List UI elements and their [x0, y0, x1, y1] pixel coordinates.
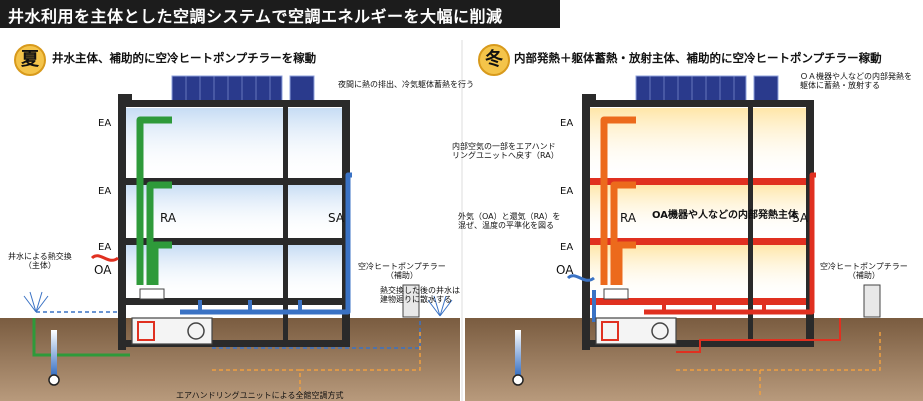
summer-label-night: 夜間に熱の排出、冷気躯体蓄熱を行う	[338, 80, 474, 89]
summer-parapet	[118, 94, 132, 100]
summer-solar-panel	[171, 75, 283, 103]
summer-oa-arrow	[90, 254, 119, 262]
summer-label-bottom: エアハンドリングユニットによる全館空調方式	[176, 391, 344, 400]
summer-label-sa: SA	[328, 211, 345, 225]
summer-slab-3f	[118, 238, 350, 245]
summer-solar-panel-2	[289, 75, 315, 103]
summer-ground	[0, 318, 460, 401]
summer-column-mid	[283, 100, 288, 340]
summer-label-ea2: EA	[98, 186, 112, 197]
summer-column-left	[118, 100, 126, 350]
winter-badge: 冬	[478, 44, 510, 76]
winter-label-ea1: EA	[560, 118, 574, 129]
winter-sa-duct	[644, 172, 816, 315]
winter-label-ea2: EA	[560, 186, 574, 197]
summer-subtitle: 井水主体、補助的に空冷ヒートポンプチラーを稼動	[52, 51, 317, 65]
winter-parapet	[582, 94, 596, 100]
winter-slab-2f	[582, 298, 814, 305]
winter-label-oa-heat: ＯＡ機器や人などの内部発熱を 躯体に蓄熱・放射する	[800, 72, 912, 91]
winter-panel	[465, 75, 923, 401]
winter-sa-branch	[662, 300, 766, 312]
summer-label-oa: OA	[94, 263, 112, 277]
summer-ahu-top	[139, 288, 165, 300]
winter-label-oa: OA	[556, 263, 574, 277]
winter-slab-1f	[582, 340, 814, 347]
summer-sprinkler	[23, 291, 453, 317]
winter-roof-slab	[582, 100, 814, 107]
winter-solar-panel-2	[753, 75, 779, 103]
winter-column-left	[582, 100, 590, 350]
page-title: 井水利用を主体とした空調システムで空調エネルギーを大幅に削減	[8, 7, 503, 26]
summer-panel	[0, 75, 460, 401]
winter-ahu-top	[603, 288, 629, 300]
winter-warm-zone-3f	[590, 184, 812, 238]
winter-label-ra: RA	[620, 211, 637, 225]
summer-slab-1f	[118, 340, 350, 347]
summer-label-chiller: 空冷ヒートポンプチラー （補助）	[358, 262, 446, 281]
winter-return-pipe	[676, 318, 841, 353]
winter-slab-4f	[582, 178, 814, 185]
summer-label-ea1: EA	[98, 118, 112, 129]
title-banner: 井水利用を主体とした空調システムで空調エネルギーを大幅に削減	[0, 0, 560, 28]
winter-label-mix: 外気（OA）と還気（RA）を 混ぜ、温度の平準化を図る	[458, 212, 561, 231]
winter-orange-line	[676, 330, 881, 395]
winter-subtitle: 内部発熱＋躯体蓄熱・放射主体、補助的に空冷ヒートポンプチラー稼動	[514, 51, 882, 65]
winter-label-chiller: 空冷ヒートポンプチラー （補助）	[820, 262, 908, 281]
summer-badge: 夏	[14, 44, 46, 76]
summer-chiller	[402, 284, 420, 318]
winter-label-internal: OA機器や人などの内部発熱主体	[652, 210, 798, 221]
winter-ra-duct	[600, 116, 636, 285]
summer-roof-slab	[118, 100, 350, 107]
summer-water-line	[36, 311, 421, 349]
summer-cool-zone-3f	[124, 184, 348, 238]
winter-well	[515, 330, 521, 375]
summer-well-pipe	[32, 318, 130, 357]
winter-chiller	[863, 284, 881, 318]
summer-return-line	[212, 330, 421, 395]
summer-sa-branch	[198, 300, 302, 312]
winter-slab-3f	[582, 238, 814, 245]
summer-label-sprinkle: 熱交換した後の井水は 建物廻りに散水する	[380, 286, 460, 305]
winter-column-mid	[748, 100, 753, 340]
winter-ground	[465, 318, 923, 401]
summer-slab-4f	[118, 178, 350, 185]
summer-sa-duct	[180, 172, 352, 315]
summer-label-ea3: EA	[98, 242, 112, 253]
summer-label-heat-exchange: 井水による熱交換 （主体）	[8, 252, 72, 271]
summer-label-ra: RA	[160, 211, 177, 225]
winter-label-sa: SA	[792, 211, 809, 225]
winter-solar-panel	[635, 75, 747, 103]
summer-slab-2f	[118, 298, 350, 305]
summer-ra-duct	[136, 116, 172, 285]
summer-well	[51, 330, 57, 375]
winter-oa-arrow	[566, 274, 595, 282]
winter-label-ea3: EA	[560, 242, 574, 253]
winter-label-ra-return: 内部空気の一部をエアハンド リングユニットへ戻す（RA）	[452, 142, 559, 161]
